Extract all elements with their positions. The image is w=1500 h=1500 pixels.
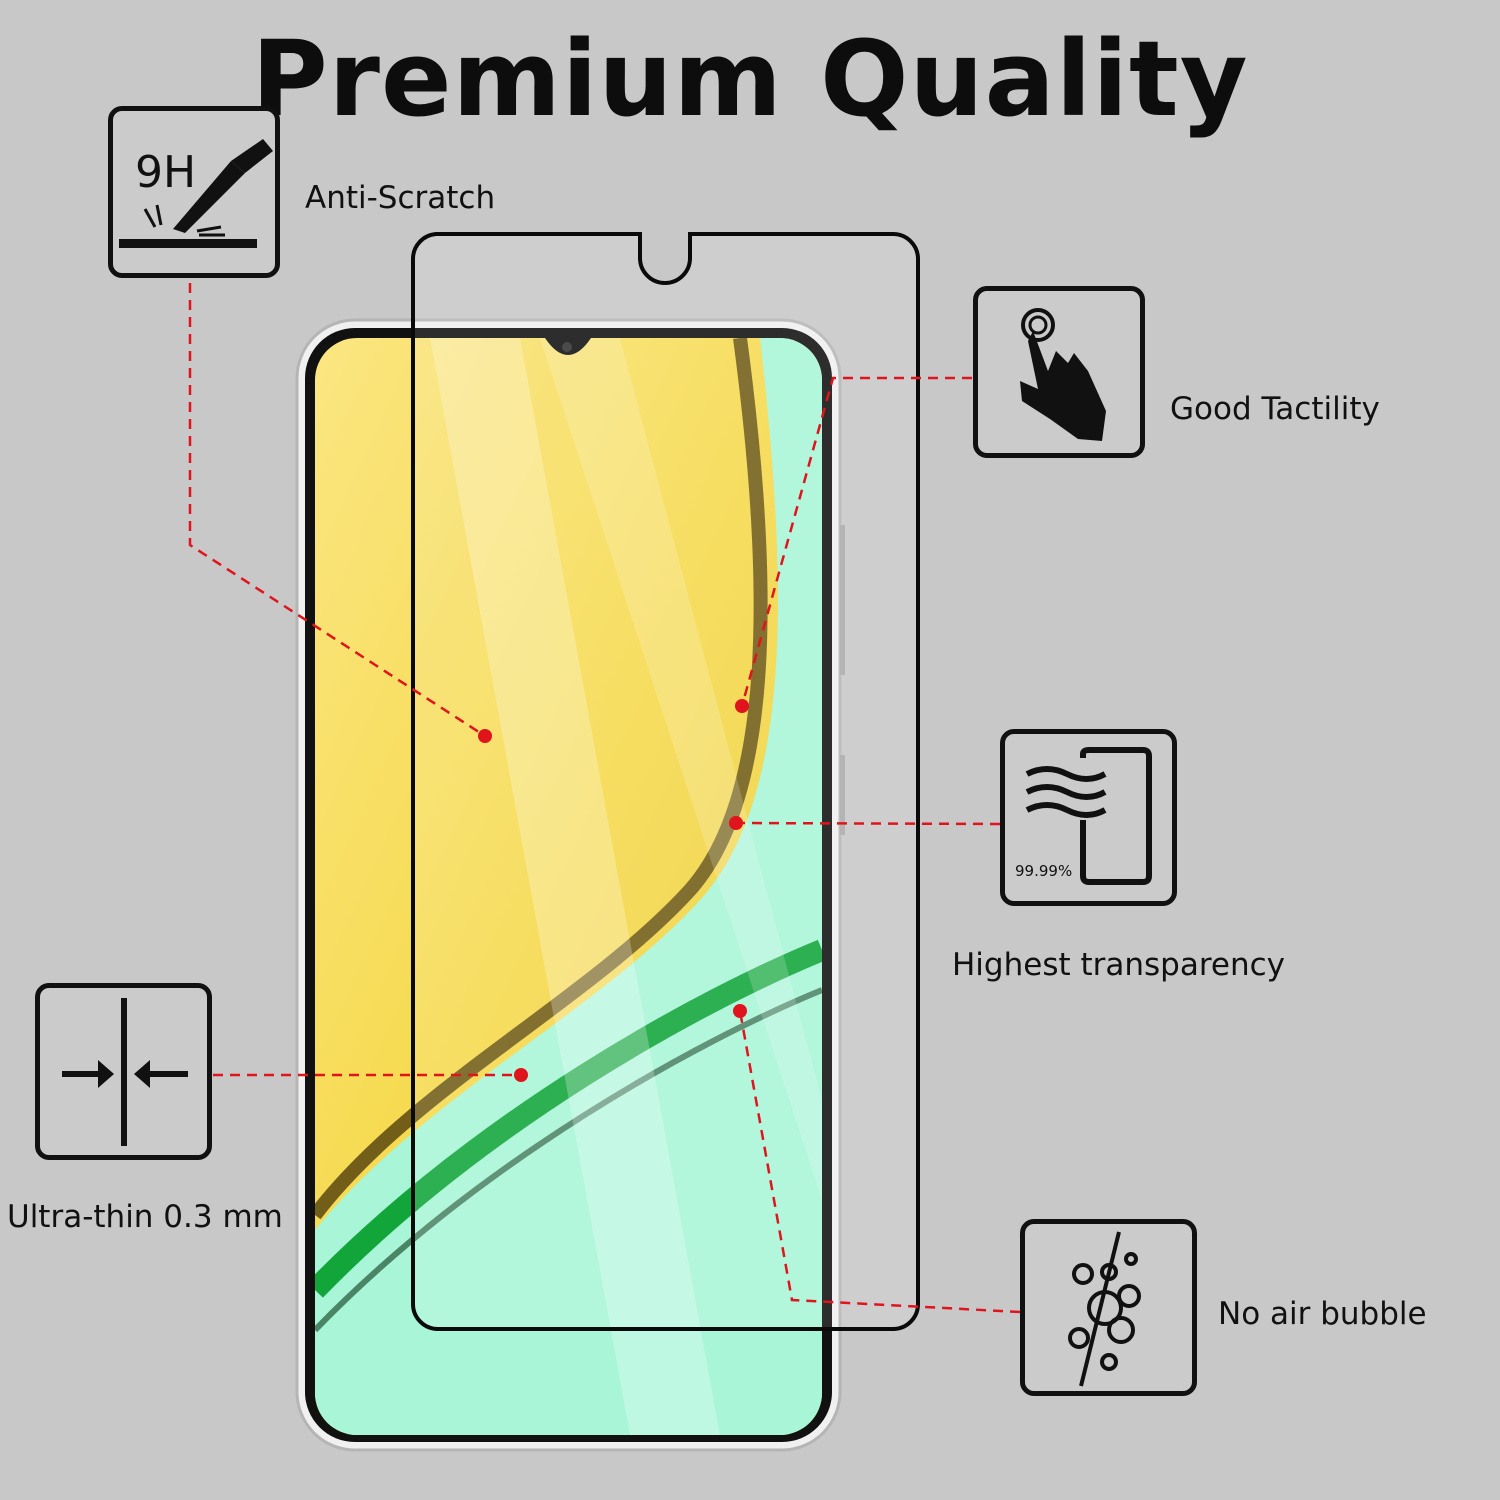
phone-screen <box>315 338 822 1435</box>
bubbles-icon <box>1068 1231 1141 1387</box>
leader-lines <box>188 283 1021 1314</box>
transparency-label: Highest transparency <box>952 947 1286 983</box>
anti-scratch-icon-box: 9H <box>108 106 280 278</box>
ultra-thin-label: Ultra-thin 0.3 mm <box>7 1199 283 1235</box>
bubble-icon-box <box>1020 1219 1197 1396</box>
phone <box>295 318 845 1452</box>
leader-dots <box>478 699 749 1082</box>
tactility-label: Good Tactility <box>1170 391 1380 427</box>
bubble-label: No air bubble <box>1218 1296 1427 1332</box>
side-button <box>840 525 845 675</box>
knife-9h-icon: 9H <box>119 139 273 248</box>
page-title: Premium Quality <box>251 18 1249 140</box>
ultra-thin-icon-box <box>35 983 212 1160</box>
tactility-icon-box <box>973 286 1145 458</box>
transparency-phone-icon: 99.99% <box>1015 747 1152 885</box>
svg-text:99.99%: 99.99% <box>1015 862 1072 880</box>
transparency-icon-box: 99.99% <box>1000 729 1177 906</box>
anti-scratch-label: Anti-Scratch <box>305 180 496 216</box>
screen-protector-glass <box>410 232 920 1331</box>
touch-hand-icon <box>1020 308 1106 441</box>
svg-text:9H: 9H <box>135 147 196 198</box>
thin-arrows-icon <box>62 998 188 1146</box>
